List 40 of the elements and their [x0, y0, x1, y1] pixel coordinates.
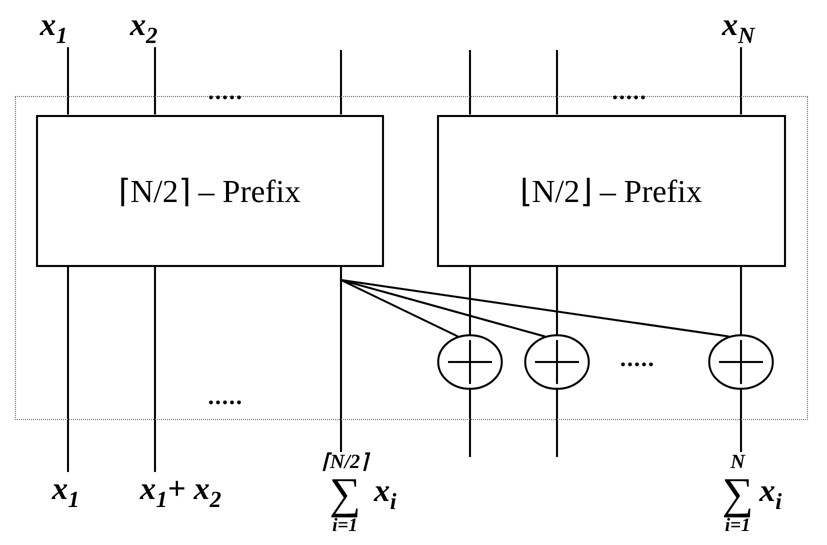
input-label: x$_{1}$ — [40, 8, 68, 48]
connector-line — [154, 266, 156, 472]
input-label: x$_{N}$ — [722, 8, 755, 48]
connector-line — [340, 50, 342, 114]
connector-line — [154, 47, 156, 114]
connector-line — [469, 388, 471, 457]
ellipsis-dots: ..... — [612, 80, 647, 104]
connector-line — [740, 47, 742, 114]
input-label: x$_{2}$ — [130, 8, 158, 48]
ellipsis-dots: ..... — [208, 80, 243, 104]
output-label: x$_{1}$+ x$_{2}$ — [140, 472, 222, 512]
adder-symbol — [436, 334, 502, 390]
summand: x$_{i}$ — [758, 474, 782, 514]
adder-symbol — [708, 334, 774, 390]
summation-sign: ∑ — [329, 472, 361, 516]
box-label: ⌊N/2⌋ – Prefix — [520, 172, 702, 210]
ellipsis-dots: ..... — [620, 347, 655, 371]
dotted-boundary — [15, 96, 808, 420]
sum-limit: i=1 — [332, 516, 358, 535]
connector-line — [740, 266, 742, 335]
prefix-box — [436, 114, 786, 266]
ellipsis-dots: ..... — [208, 385, 243, 409]
sum-limit: i=1 — [724, 516, 750, 535]
sum-limit: N — [730, 452, 745, 472]
connector-line — [556, 50, 558, 114]
connector-line — [740, 388, 742, 452]
connector-line — [67, 266, 69, 472]
adder-symbol — [524, 334, 590, 390]
connector-line — [67, 47, 69, 114]
box-label: ⌈N/2⌉ – Prefix — [118, 172, 301, 210]
connector-line — [556, 266, 558, 335]
summation-sign: ∑ — [722, 472, 754, 516]
connector-line — [469, 50, 471, 114]
connector-line — [556, 388, 558, 457]
prefix-box — [36, 114, 384, 266]
output-label: x$_{1}$ — [52, 472, 80, 512]
connector-line — [469, 266, 471, 335]
summand: x$_{i}$ — [372, 474, 396, 514]
connector-line — [340, 266, 730, 338]
sum-limit: ⌈N/2⌉ — [322, 452, 368, 472]
